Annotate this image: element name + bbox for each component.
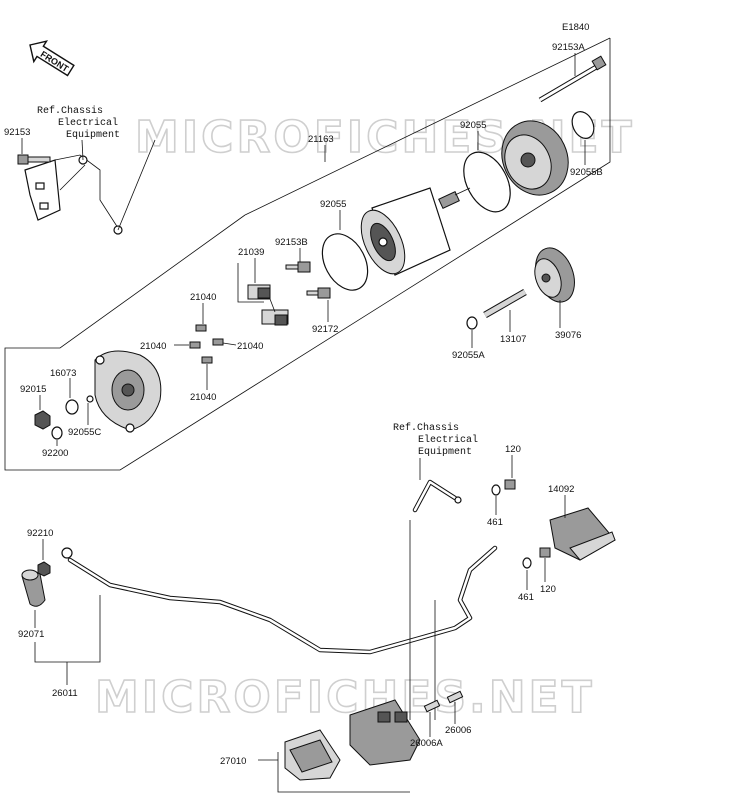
- svg-text:Equipment: Equipment: [66, 129, 120, 141]
- part-92055C: 92055C: [68, 427, 101, 438]
- part-21163: 21163: [308, 134, 334, 145]
- fuse-26006A: [423, 699, 441, 713]
- part-92153: 92153: [4, 127, 30, 138]
- part-39076: 39076: [555, 330, 581, 341]
- part-92210: 92210: [27, 528, 53, 539]
- leader-27010: [277, 752, 410, 793]
- front-cover: [94, 350, 162, 433]
- nut-120-b: [539, 547, 551, 558]
- part-26006: 26006: [445, 725, 471, 736]
- part-13107: 13107: [500, 334, 526, 345]
- chassis-bracket: [24, 139, 156, 235]
- part-120-a: 120: [505, 444, 521, 455]
- o-ring-92055-mid: [321, 233, 369, 291]
- gear-39076: [534, 247, 575, 303]
- part-21040-c: 21040: [237, 341, 263, 352]
- washer-461-a: [491, 484, 501, 496]
- terminal-bracket: [412, 479, 462, 513]
- ref-note-upper: Ref.Chassis Electrical Equipment: [37, 105, 120, 141]
- brush-springs-21040: [189, 324, 224, 364]
- part-92015: 92015: [20, 384, 46, 395]
- brush-holder-21039: [237, 263, 289, 326]
- part-21040-a: 21040: [190, 292, 216, 303]
- terminal-boot-92071: [21, 569, 46, 607]
- part-120-b: 120: [540, 584, 556, 595]
- part-461-a: 461: [487, 517, 503, 528]
- nut-92015: [34, 410, 51, 430]
- part-92153B: 92153B: [275, 237, 308, 248]
- screw-92172: [306, 287, 331, 299]
- leader-26011: [34, 595, 101, 663]
- part-26011: 26011: [52, 688, 78, 699]
- part-26006A: 26006A: [410, 738, 443, 749]
- part-21040-b: 21040: [140, 341, 166, 352]
- fuse-26006: [446, 690, 464, 704]
- starter-cable-26011: [61, 545, 498, 655]
- part-461-b: 461: [518, 592, 534, 603]
- end-cover: [501, 120, 569, 196]
- washer-92200: [51, 426, 63, 440]
- part-14092: 14092: [548, 484, 574, 495]
- shaft-13107: [483, 288, 527, 319]
- starter-yoke: [360, 187, 471, 276]
- part-92172: 92172: [312, 324, 338, 335]
- o-ring-92055B: [571, 111, 595, 139]
- front-arrow-icon: FRONT: [29, 40, 75, 77]
- through-bolt-92153A: [538, 55, 607, 103]
- part-92055-top: 92055: [460, 120, 486, 131]
- svg-text:Equipment: Equipment: [418, 446, 472, 458]
- washer-461-b: [522, 557, 532, 569]
- watermark-bottom: MICROFICHES.NET: [95, 672, 595, 723]
- part-92055-mid: 92055: [320, 199, 346, 210]
- o-ring-92055-top: [463, 151, 511, 213]
- figure-id: E1840: [562, 22, 589, 33]
- part-21039: 21039: [238, 247, 264, 258]
- svg-text:Ref.Chassis: Ref.Chassis: [37, 105, 103, 117]
- part-92200: 92200: [42, 448, 68, 459]
- o-ring-92055C: [86, 395, 94, 403]
- part-92055A: 92055A: [452, 350, 485, 361]
- part-92055B: 92055B: [570, 167, 603, 178]
- svg-text:Electrical: Electrical: [418, 434, 478, 446]
- part-16073: 16073: [50, 368, 76, 379]
- svg-text:Ref.Chassis: Ref.Chassis: [393, 422, 459, 434]
- assembly-bracket: [4, 38, 611, 471]
- o-ring-92055A: [466, 316, 478, 330]
- svg-text:Electrical: Electrical: [58, 117, 118, 129]
- part-92153A: 92153A: [552, 42, 585, 53]
- nut-120-a: [504, 479, 516, 490]
- ref-note-lower: Ref.Chassis Electrical Equipment: [393, 422, 478, 458]
- part-92071: 92071: [18, 629, 44, 640]
- relay-cover-14092: [549, 507, 616, 561]
- part-27010: 27010: [220, 756, 246, 767]
- screw-92153B: [285, 261, 311, 273]
- bolt-92153: [17, 154, 51, 165]
- starter-relay-27010: [284, 699, 421, 781]
- washer-16073: [65, 399, 79, 415]
- nut-92210: [37, 561, 51, 577]
- part-21040-d: 21040: [190, 392, 216, 403]
